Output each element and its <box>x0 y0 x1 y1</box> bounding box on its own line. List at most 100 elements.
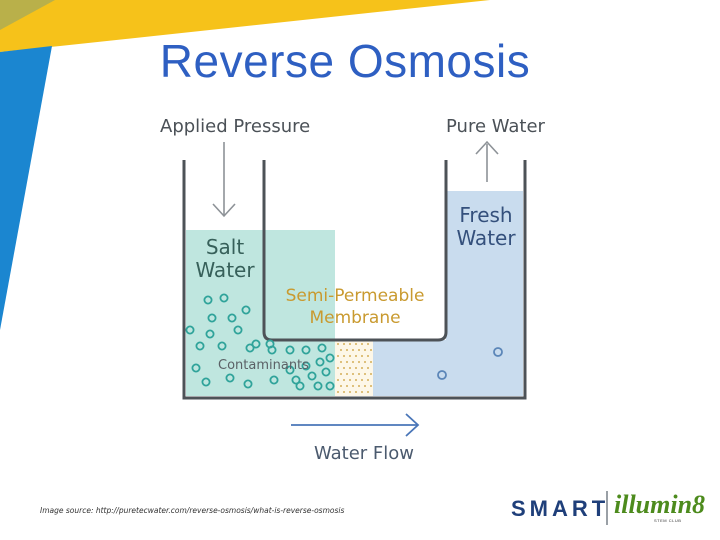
contaminant-particle <box>207 313 217 323</box>
membrane-dot <box>355 343 357 345</box>
contaminant-particle <box>325 381 335 391</box>
membrane-dot <box>364 361 366 363</box>
contaminant-particle <box>313 381 323 391</box>
contaminant-particle <box>191 363 201 373</box>
contaminant-particle <box>269 375 279 385</box>
membrane-dot <box>367 355 369 357</box>
semi-permeable-membrane-label: Semi-Permeable Membrane <box>285 286 425 328</box>
pure-water-arrow <box>475 140 499 182</box>
membrane-dot <box>343 343 345 345</box>
smart-logo: SMART <box>511 496 610 521</box>
membrane-dot <box>343 367 345 369</box>
membrane-dot <box>352 349 354 351</box>
membrane-dot <box>337 343 339 345</box>
membrane-dot <box>364 385 366 387</box>
contaminant-particle <box>295 381 305 391</box>
contaminant-particle <box>245 343 255 353</box>
contaminant-particle <box>201 377 211 387</box>
membrane-dot <box>343 391 345 393</box>
membrane-dot <box>370 385 372 387</box>
contaminant-particle <box>243 379 253 389</box>
contaminant-particle <box>233 325 243 335</box>
membrane-dot <box>358 385 360 387</box>
illumin8-logo: illumin8 <box>614 490 706 519</box>
page-title: Reverse Osmosis <box>159 35 531 87</box>
membrane-dot <box>361 391 363 393</box>
membrane-dot <box>346 373 348 375</box>
contaminant-particle <box>325 353 335 363</box>
contaminant-particle <box>285 345 295 355</box>
contaminant-particle <box>301 361 311 371</box>
membrane-dot <box>343 355 345 357</box>
contaminant-particle <box>301 345 311 355</box>
membrane-dot <box>364 349 366 351</box>
membrane-dot <box>343 379 345 381</box>
membrane-dot <box>349 355 351 357</box>
membrane-dot <box>346 349 348 351</box>
logo-divider <box>606 491 608 525</box>
membrane-dot <box>352 361 354 363</box>
contaminant-particle <box>227 313 237 323</box>
membrane-dot <box>346 361 348 363</box>
corner-blue-band <box>0 46 52 330</box>
membrane-dot <box>367 379 369 381</box>
fresh-water-label: Fresh Water <box>456 203 516 250</box>
membrane-dot <box>337 355 339 357</box>
membrane-dot <box>337 379 339 381</box>
contaminant-particle <box>195 341 205 351</box>
corner-olive-band <box>0 0 55 30</box>
membrane-dot <box>340 373 342 375</box>
membrane-dot <box>352 385 354 387</box>
membrane-dot <box>346 385 348 387</box>
membrane-dot <box>352 373 354 375</box>
contaminant-particle <box>317 343 327 353</box>
contaminant-particle <box>321 367 331 377</box>
corner-yellow-band <box>0 0 490 52</box>
membrane-dot <box>361 367 363 369</box>
salt-water-fill <box>186 230 335 396</box>
image-source-caption: Image source: http://puretecwater.com/re… <box>40 506 345 515</box>
membrane-dots <box>337 343 372 393</box>
contaminants-label: Contaminants <box>218 358 309 373</box>
membrane-dot <box>340 385 342 387</box>
membrane-dot <box>355 391 357 393</box>
contaminant-particle <box>241 305 251 315</box>
water-flow-arrow <box>291 413 420 437</box>
contaminant-particle <box>285 365 295 375</box>
membrane-dot <box>370 373 372 375</box>
membrane-dot <box>367 391 369 393</box>
contaminant-particle <box>205 329 215 339</box>
membrane-dot <box>370 349 372 351</box>
membrane-dot <box>367 367 369 369</box>
membrane-dot <box>349 343 351 345</box>
fresh-particle <box>437 370 447 380</box>
membrane-dot <box>355 379 357 381</box>
membrane-dot <box>367 343 369 345</box>
fresh-water-fill <box>446 191 523 341</box>
contaminant-particle <box>265 339 275 349</box>
contaminant-particle <box>251 339 261 349</box>
contaminant-particle <box>219 293 229 303</box>
membrane-dot <box>361 379 363 381</box>
water-flow-label: Water Flow <box>314 443 415 464</box>
membrane-dot <box>340 361 342 363</box>
contaminant-particle <box>185 325 195 335</box>
membrane-dot <box>358 349 360 351</box>
contaminant-particle <box>217 341 227 351</box>
contaminant-particle <box>291 375 301 385</box>
illumin8-logo-subtitle: STEM CLUB <box>654 518 682 523</box>
u-tube-outline <box>182 160 527 400</box>
membrane-dot <box>340 349 342 351</box>
membrane-dot <box>337 367 339 369</box>
membrane-dot <box>337 391 339 393</box>
contaminant-particle <box>203 295 213 305</box>
pure-water-label: Pure Water <box>446 116 545 137</box>
membrane-dot <box>355 355 357 357</box>
membrane-dot <box>349 391 351 393</box>
salt-water-label: Salt Water <box>195 235 255 282</box>
contaminant-particle <box>307 371 317 381</box>
membrane-dot <box>349 367 351 369</box>
membrane-dot <box>349 379 351 381</box>
